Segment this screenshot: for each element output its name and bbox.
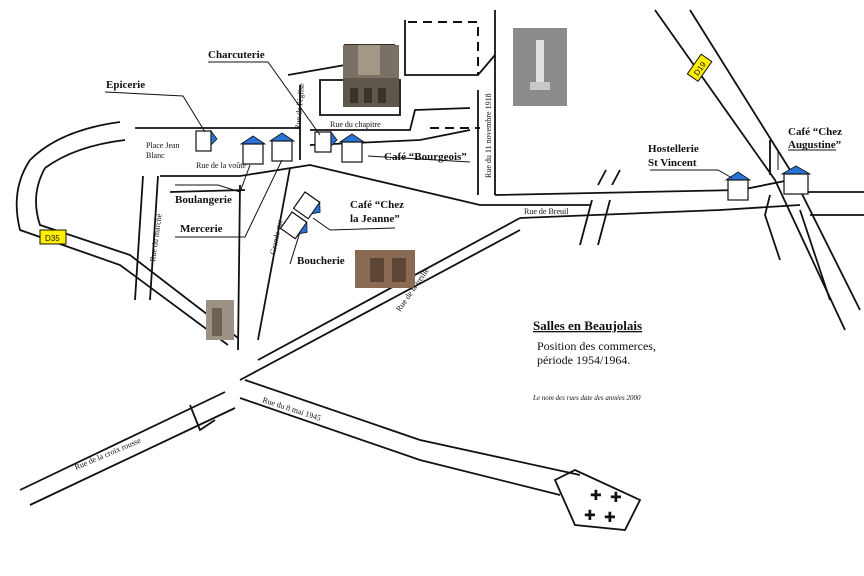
road-rue-de-la-croix-rousse [19, 391, 226, 491]
svg-text:✚: ✚ [584, 508, 596, 524]
cemetery-wall [553, 469, 642, 531]
road-grande-rue-2 [257, 167, 291, 341]
road-east-branch-2 [799, 209, 831, 301]
street-label-place-jean-blanc: Place Jean [146, 141, 180, 150]
church-photo [343, 45, 399, 107]
street-label-rue-du-11-novembre: Rue du 11 novembre 1918 [484, 93, 493, 178]
road-west-upper [29, 121, 121, 161]
monument-photo [513, 28, 567, 106]
cemetery-cross-icon: ✚ ✚ ✚ ✚ [584, 488, 622, 526]
road-network [15, 9, 864, 531]
road-stub [189, 404, 216, 432]
road-breuil-cross-top [597, 169, 621, 186]
road-rue-du-chapitre [310, 107, 471, 131]
house-icon [268, 132, 296, 162]
map-note: Le nom des rues date des années 2000 [532, 394, 641, 402]
svg-text:✚: ✚ [604, 510, 616, 526]
street-label-rue-du-chapitre: Rue du chapitre [330, 120, 381, 129]
shop-label-hostellerie: Hostellerie [648, 143, 699, 155]
shop-label-hostellerie-2: St Vincent [648, 157, 697, 169]
house-icon [292, 191, 321, 220]
road-rue-de-la-treille [257, 217, 521, 361]
map-title: Salles en Beaujolais [533, 318, 642, 333]
shop-label-epicerie: Epicerie [106, 79, 145, 91]
svg-text:✚: ✚ [610, 490, 622, 506]
house-icon [239, 135, 267, 165]
road-west-upper-inner [44, 139, 126, 169]
house-icon [195, 129, 218, 152]
road-rue-du-marche [134, 175, 144, 301]
road-d35 [15, 159, 229, 346]
leader-lines [104, 61, 836, 265]
shop-labels: Epicerie Charcuterie Café “Bourgeois” Bo… [106, 49, 842, 267]
map-legend: Salles en Beaujolais Position des commer… [532, 318, 656, 402]
photos [206, 28, 567, 340]
street-label-rue-du-marche: Rue du marché [148, 213, 164, 263]
route-badge-d35: D35 [39, 229, 67, 245]
house-icon [279, 211, 308, 240]
street-label-grande-rue: Grande rue [268, 218, 284, 255]
shop-label-cafe-augustine: Café “Chez [788, 126, 842, 138]
map-subtitle-line2: période 1954/1964. [537, 353, 630, 367]
road-dashed-1 [408, 21, 479, 75]
houses [195, 129, 812, 240]
road-rue-de-la-treille-2 [239, 229, 521, 381]
shop-label-mercerie: Mercerie [180, 223, 223, 235]
gate-photo [206, 300, 234, 340]
street-label-rue-de-la-voute: Rue de la voûte [196, 161, 246, 170]
street-label-rue-de-la-croix-rousse: Rue de la croix rousse [73, 436, 142, 472]
road-grande-rue [237, 184, 241, 351]
shop-label-cafe-bourgeois: Café “Bourgeois” [384, 151, 467, 163]
shop-label-cafe-jeanne: Café “Chez [350, 199, 404, 211]
shop-label-cafe-jeanne-2: la Jeanne” [350, 213, 400, 225]
svg-text:✚: ✚ [590, 488, 602, 504]
wall-photo [355, 250, 415, 288]
house-icon [780, 165, 812, 195]
road-rue-de-breuil-2 [519, 204, 801, 219]
shop-label-boucherie: Boucherie [297, 255, 345, 267]
street-label-rue-de-l-eglise: Rue de l'église [293, 82, 306, 130]
shop-label-boulangerie: Boulangerie [175, 194, 232, 206]
shop-label-cafe-augustine-2: Augustine” [788, 139, 841, 151]
route-badge-d19: D19 [686, 53, 713, 82]
road-north-stub [404, 20, 496, 76]
road-rue-du-marche-2 [149, 175, 159, 301]
road-breuil-cross [579, 199, 611, 246]
road-rue-du-8-mai [244, 379, 581, 476]
road-rue-du-8-mai-2 [239, 397, 561, 496]
map-subtitle-line1: Position des commerces, [537, 339, 656, 353]
road-rue-de-la-croix-rousse-2 [29, 407, 236, 506]
road-rue-de-la-voute-2 [160, 164, 590, 206]
road-d19-2 [689, 9, 861, 311]
street-label-place-jean-blanc-2: Blanc [146, 151, 165, 160]
house-icon [314, 130, 338, 153]
shop-label-charcuterie: Charcuterie [208, 49, 265, 61]
road-voute-lower [169, 189, 246, 193]
svg-text:D35: D35 [45, 234, 60, 243]
road-east-horizontal [805, 191, 864, 216]
street-label-rue-de-breuil: Rue de Breuil [524, 207, 569, 216]
house-icon [338, 133, 366, 163]
road-east-branch [764, 194, 781, 261]
road-d35-inner [35, 167, 239, 339]
